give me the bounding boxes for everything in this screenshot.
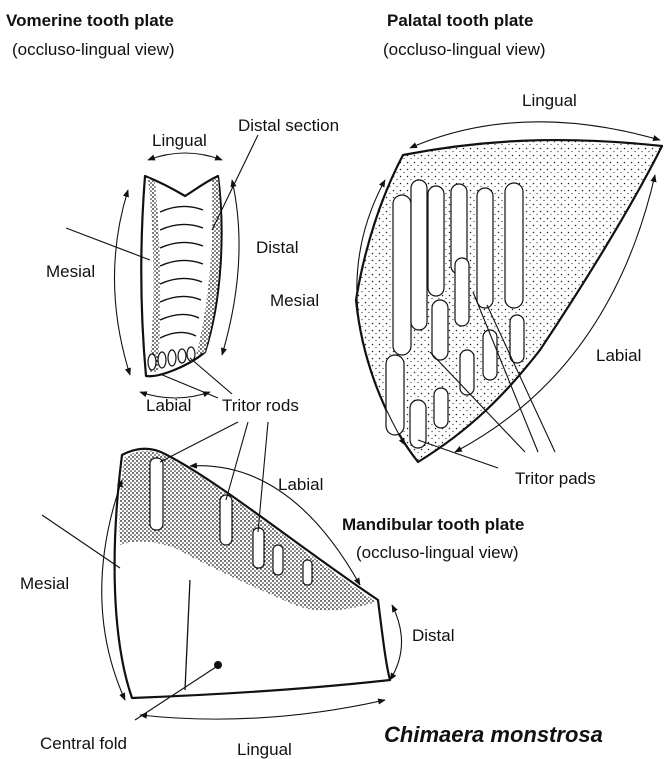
palatal-title: Palatal tooth plate [387,11,533,30]
vomerine-lingual-label: Lingual [152,131,207,150]
vomerine-mesial-label: Mesial [46,262,95,281]
mandibular-distal-label: Distal [412,626,455,645]
vomerine-title: Vomerine tooth plate [6,11,174,30]
palatal-view: (occluso-lingual view) [383,40,546,59]
mandibular-mesial-leader [42,515,120,568]
mandibular-view: (occluso-lingual view) [356,543,519,562]
tritor-rods-leader-b [226,422,248,500]
vomerine-tritor-rods-label: Tritor rods [222,396,299,415]
vomerine-view: (occluso-lingual view) [12,40,175,59]
mandibular-labial-label: Labial [278,475,323,494]
palatal-labial-label: Labial [596,346,641,365]
palatal-tooth-plate [356,140,662,462]
tritor-rods-leader-c [258,422,268,532]
vomerine-mesial-leader [66,228,150,260]
palatal-tritor-pads-label: Tritor pads [515,469,596,488]
vomerine-distal-label: Distal [256,238,299,257]
mandibular-lingual-label: Lingual [237,740,292,759]
vomerine-tritor-leader-a [160,374,218,398]
vomerine-mesial-arc [114,190,130,375]
tritor-rods-leader-a [160,422,238,462]
mandibular-tooth-plate [115,449,390,698]
vomerine-distal-section-label: Distal section [238,116,339,135]
palatal-lingual-label: Lingual [522,91,577,110]
mandibular-central-fold-label: Central fold [40,734,127,753]
mandibular-lingual-arc [140,700,385,719]
vomerine-tooth-plate [141,176,221,376]
mandibular-title: Mandibular tooth plate [342,515,524,534]
mandibular-distal-arc [390,605,402,680]
vomerine-labial-label: Labial [146,396,191,415]
mandibular-mesial-label: Mesial [20,574,69,593]
vomerine-lingual-arc [148,153,222,160]
species-name: Chimaera monstrosa [384,722,603,747]
vomerine-distal-arc [222,180,239,355]
palatal-mesial-label: Mesial [270,291,319,310]
